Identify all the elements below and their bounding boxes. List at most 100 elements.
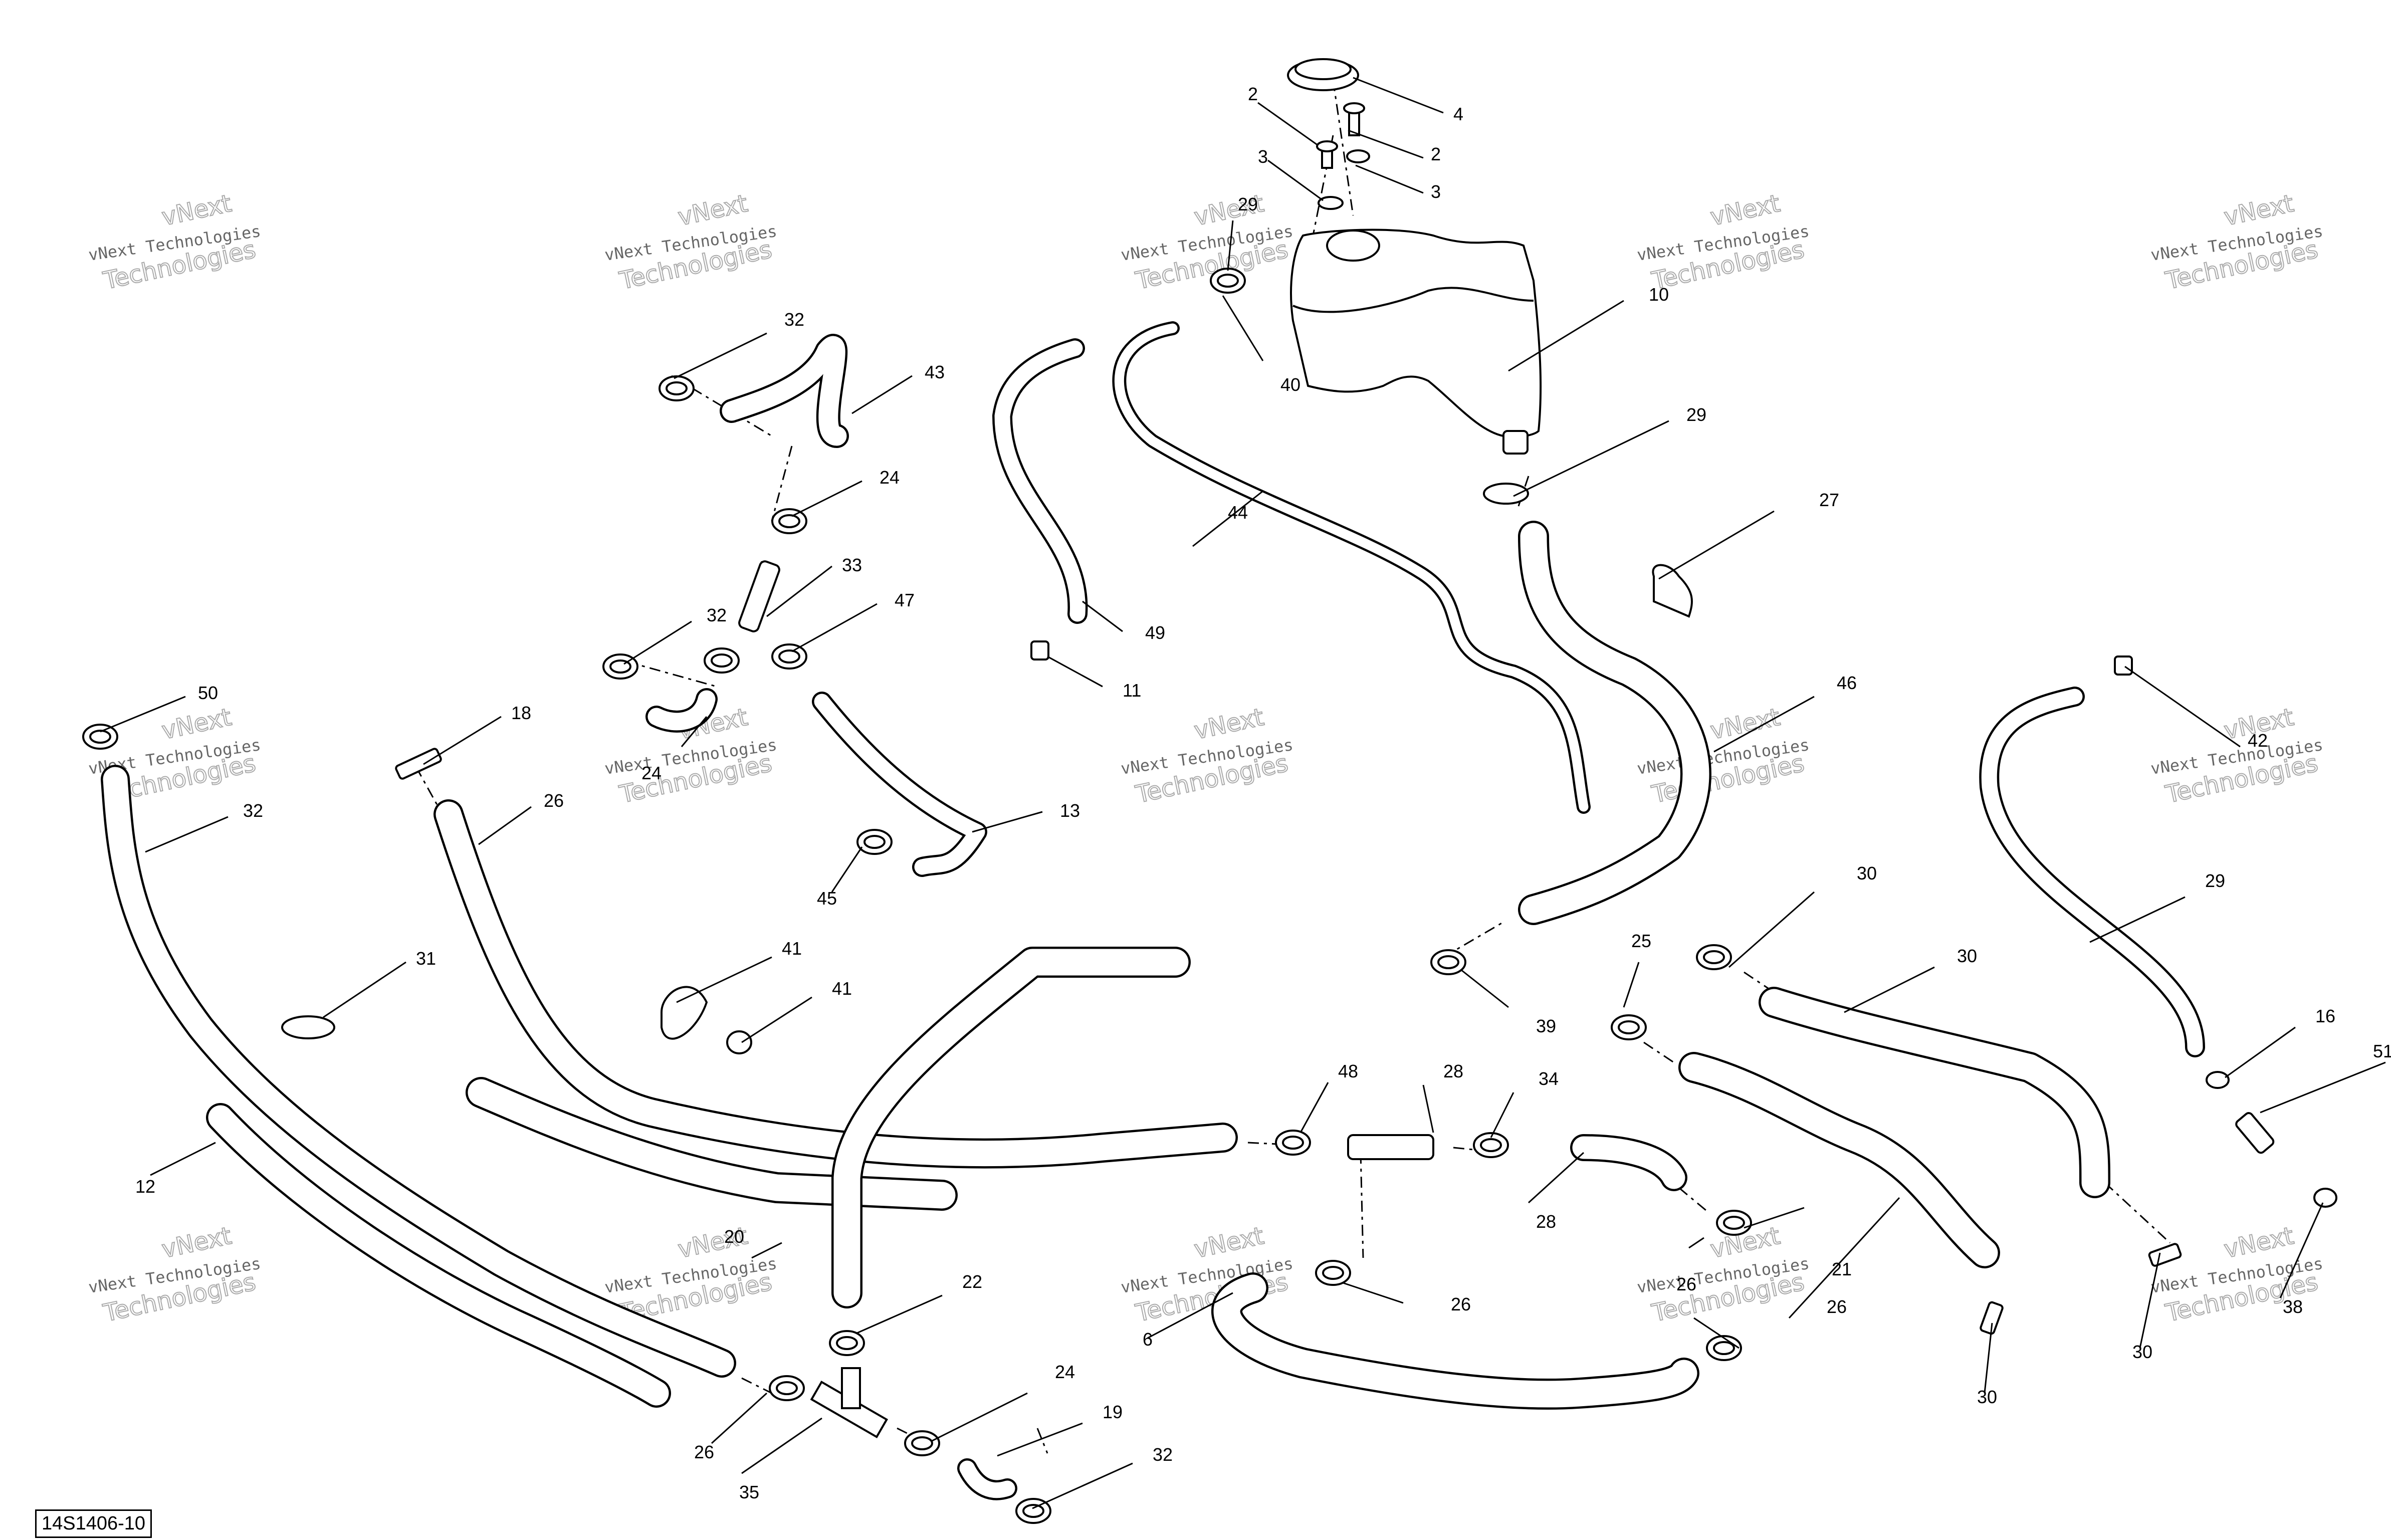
centerline: [626, 661, 717, 688]
connector: [738, 560, 780, 632]
callout-number: 26: [1827, 1296, 1847, 1317]
leader-line: [1192, 490, 1263, 547]
callout-number: 11: [1123, 680, 1141, 701]
callout-number: 45: [817, 888, 837, 909]
hose-16: [1979, 687, 2205, 1057]
clamp-26: [829, 1330, 865, 1356]
callout-number: 4: [1453, 104, 1463, 124]
hose-strap: [1652, 564, 1693, 618]
callout-number: 31: [416, 948, 436, 969]
callout-number: 3: [1431, 181, 1441, 202]
leader-line: [766, 565, 832, 617]
centerline: [771, 446, 793, 522]
leader-line: [1984, 1323, 1993, 1394]
leader-line: [791, 480, 862, 517]
callout-number: 33: [842, 555, 862, 575]
leader-line: [1788, 1197, 1900, 1319]
callout-number: 29: [2205, 870, 2225, 891]
svg-text:vNext: vNext: [1708, 189, 1783, 232]
callout-number: 47: [895, 590, 915, 610]
callout-number: 24: [880, 467, 900, 488]
leader-line: [1343, 1282, 1404, 1304]
plug: [726, 1030, 752, 1054]
callout-number: 29: [1686, 404, 1706, 425]
callout-number: 30: [1957, 946, 1977, 966]
svg-text:vNext: vNext: [1192, 1222, 1266, 1264]
callout-number: 26: [694, 1442, 714, 1462]
hose-49: [1112, 321, 1591, 814]
callout-number: 50: [198, 683, 218, 703]
callout-number: 3: [1258, 146, 1268, 167]
fitting-parts: [82, 58, 2337, 1524]
leader-line: [1257, 102, 1319, 146]
fitting-26: [395, 748, 442, 780]
leader-line: [851, 375, 913, 414]
fitting-29: [2114, 655, 2133, 676]
leader-line: [681, 716, 708, 747]
figure-reference-label: 14S1406-10: [35, 1509, 152, 1538]
leader-line: [997, 1422, 1083, 1457]
fitting-30: [2148, 1243, 2182, 1267]
leader-line: [1082, 600, 1123, 632]
callout-number: 2: [1431, 144, 1441, 164]
leader-line: [1355, 164, 1424, 194]
leader-line: [145, 816, 229, 853]
leader-line: [100, 696, 186, 733]
hose-12: [1570, 1134, 1687, 1191]
callout-number: 13: [1060, 800, 1080, 821]
leader-line: [1222, 295, 1264, 361]
callout-number: 29: [1238, 194, 1258, 214]
callout-number: 30: [1977, 1387, 1997, 1407]
callout-number: 39: [1536, 1016, 1556, 1036]
leader-line: [1227, 220, 1234, 271]
fitting-29: [1030, 640, 1049, 661]
callout-number: 30: [1857, 863, 1877, 884]
hose-13: [433, 799, 1238, 1169]
coolant-reservoir: [1290, 229, 1542, 455]
callout-number: 28: [1536, 1211, 1556, 1232]
callout-number: 19: [1103, 1402, 1123, 1422]
svg-text:vNext: vNext: [159, 189, 234, 232]
leader-line: [741, 1417, 822, 1474]
tie-strap: [281, 1015, 335, 1039]
leader-line: [1713, 696, 1815, 753]
callout-number: 22: [962, 1271, 982, 1292]
clamp-31: [856, 829, 893, 855]
clamp-28: [1473, 1132, 1509, 1158]
washer: [1346, 149, 1370, 163]
svg-text:vNext: vNext: [676, 189, 750, 232]
hose-45: [812, 692, 987, 877]
fitting-51: [2206, 1071, 2230, 1089]
leader-line: [676, 956, 772, 1003]
leader-line: [323, 961, 406, 1018]
clamp-30: [1696, 944, 1732, 970]
callout-number: 21: [1832, 1259, 1852, 1279]
callout-number: 42: [2248, 730, 2268, 751]
callout-number: 27: [1819, 490, 1839, 510]
svg-text:vNext: vNext: [1708, 703, 1783, 745]
callout-number: 28: [1443, 1061, 1463, 1081]
connector: [1347, 1134, 1434, 1160]
leader-line: [751, 1242, 782, 1259]
leader-line: [1844, 966, 1935, 1013]
centerline: [1036, 1428, 1048, 1454]
callout-number: 48: [1338, 1061, 1358, 1081]
leader-line: [2124, 666, 2241, 748]
centerline: [1453, 1147, 1479, 1151]
callout-number: 41: [832, 978, 852, 999]
clamp-24: [771, 508, 807, 534]
leader-line: [1299, 1082, 1329, 1133]
svg-text:vNext: vNext: [159, 1222, 234, 1264]
valve-48: [2235, 1112, 2275, 1154]
hose-18: [101, 765, 736, 1378]
leader-line: [932, 1392, 1028, 1442]
svg-text:vNext: vNext: [159, 703, 234, 745]
hose-22a: [466, 1077, 958, 1211]
callout-number: 43: [925, 362, 945, 382]
fitting-38: [2313, 1188, 2337, 1208]
